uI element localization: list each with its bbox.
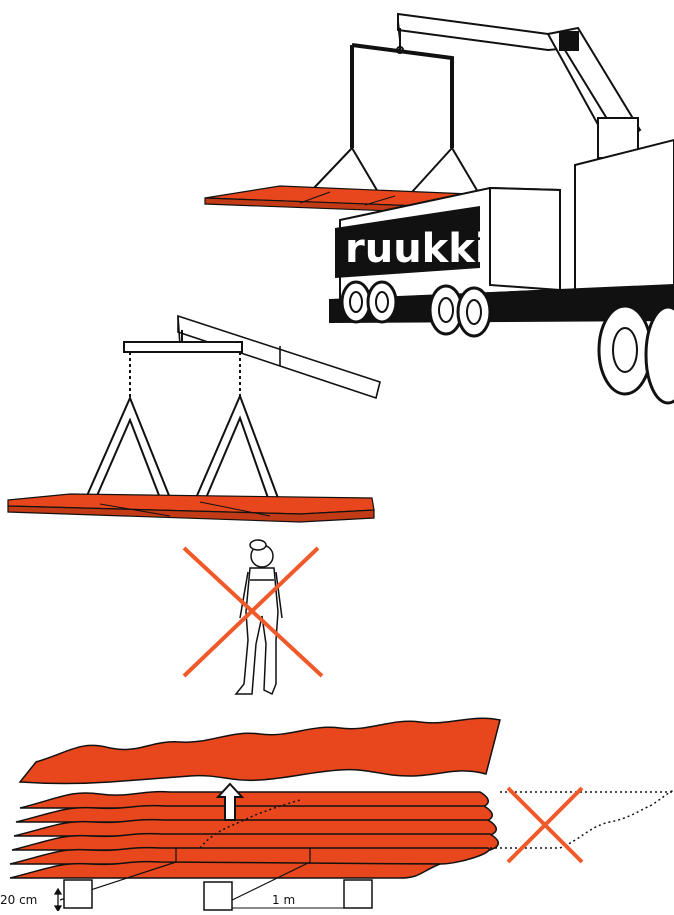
support-battens xyxy=(64,880,372,910)
spacing-label: 1 m xyxy=(272,893,295,907)
no-person-under-load xyxy=(184,540,322,694)
height-label: 20 cm xyxy=(0,893,37,907)
lifting-frame xyxy=(312,28,478,192)
sheet-layers xyxy=(10,792,498,878)
prohibition-cross-icon-2 xyxy=(508,788,582,862)
lifting-chains xyxy=(130,352,240,398)
top-sheet xyxy=(20,718,500,783)
sheet-stack-scene: 20 cm 1 m xyxy=(0,718,674,911)
crane-arm-2 xyxy=(178,316,380,398)
sheet-package-beam xyxy=(8,494,374,522)
logo-text: ruukki xyxy=(345,226,489,272)
lifting-slings xyxy=(86,396,278,498)
spreader-beam-scene xyxy=(8,316,380,522)
crane-boom xyxy=(398,14,640,158)
crane-truck-scene: ruukki xyxy=(205,14,674,403)
